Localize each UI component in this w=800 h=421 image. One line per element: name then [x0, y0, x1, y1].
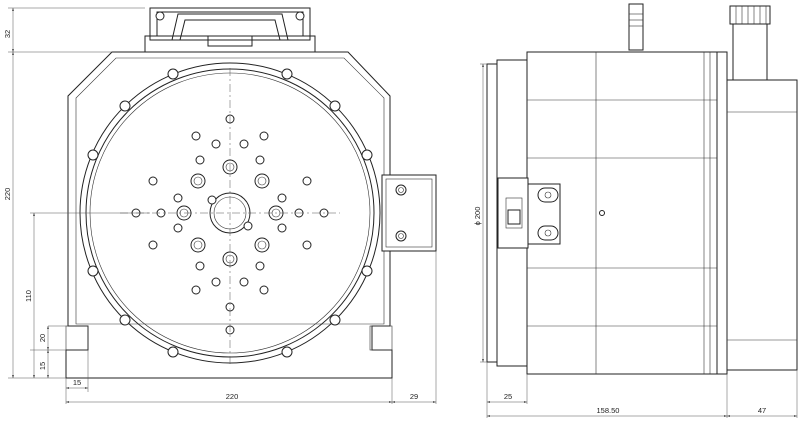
dim-flange-depth: 25 [504, 392, 512, 401]
dim-bracket-width: 29 [410, 392, 418, 401]
dim-foot-height: 20 [38, 334, 47, 342]
motor-cap [729, 5, 771, 81]
dim-body-length: 158.50 [597, 406, 620, 415]
side-dimensions: ϕ 200 25 158.50 47 [473, 63, 798, 418]
dim-table-diameter: ϕ 200 [473, 207, 482, 226]
dim-width-total: 220 [226, 392, 239, 401]
dim-motor-length: 47 [758, 406, 766, 415]
small-holes [131, 114, 329, 335]
dim-height-total: 220 [3, 188, 12, 201]
side-clamp [497, 177, 561, 249]
dim-foot-offset: 15 [38, 362, 47, 370]
side-view [486, 3, 798, 375]
table-flange [486, 63, 498, 363]
dim-foot-inset: 15 [73, 378, 81, 387]
motor-connector [628, 3, 644, 51]
motor-housing [726, 79, 798, 371]
dim-height-top: 32 [3, 30, 12, 38]
front-dimensions: 32 220 110 20 15 15 220 29 [3, 7, 437, 404]
front-view [65, 7, 437, 379]
dim-height-center: 110 [24, 290, 33, 302]
side-bracket [381, 174, 437, 252]
perimeter-bolts [87, 68, 373, 358]
top-handle [144, 7, 316, 53]
